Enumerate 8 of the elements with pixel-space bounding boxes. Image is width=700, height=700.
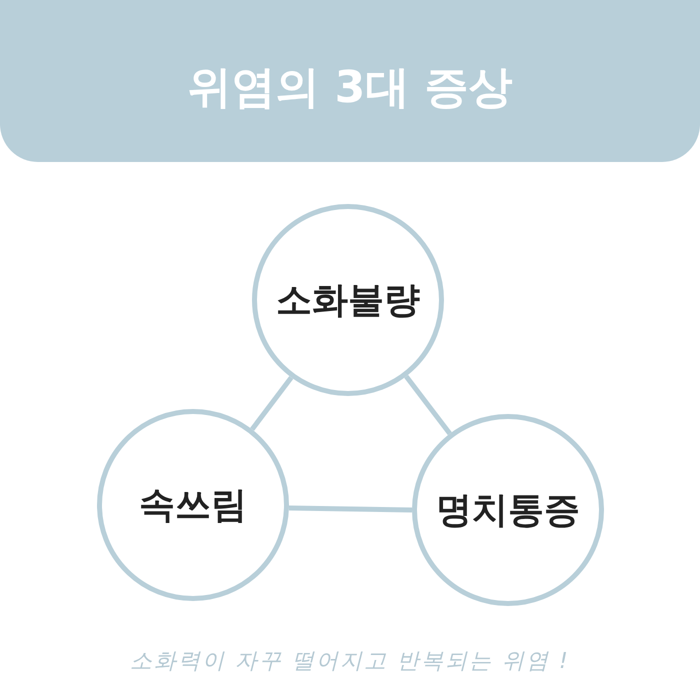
connector-line [288,506,412,512]
node-label: 속쓰림 [139,484,247,528]
connector-line [404,374,452,436]
node-label: 소화불량 [276,278,420,322]
note-text: 소화력이 자꾸 떨어지고 반복되는 위염 ! [129,648,571,676]
node-label: 명치통증 [436,488,580,532]
title: 위염의 3대 증상 [186,61,514,115]
connector-line [250,376,294,431]
